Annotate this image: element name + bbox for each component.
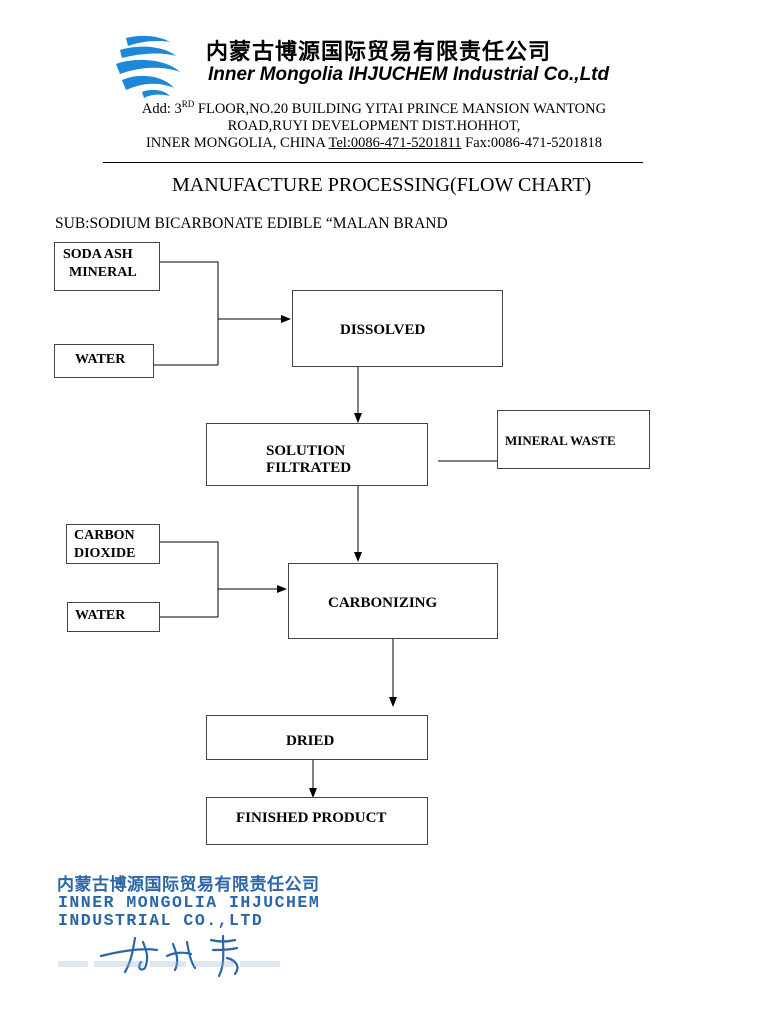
stamp-company-english-line1: INNER MONGOLIA IHJUCHEM — [58, 893, 321, 912]
node-soda-ash-mineral: SODA ASH MINERAL — [54, 242, 160, 291]
address-line-1: Add: 3RD FLOOR,NO.20 BUILDING YITAI PRIN… — [141, 99, 607, 117]
node-mineral-waste: MINERAL WASTE — [497, 410, 650, 469]
stamp-company-english-line2: INDUSTRIAL CO.,LTD — [58, 911, 264, 930]
signature — [99, 934, 239, 978]
node-water-2: WATER — [67, 602, 160, 632]
header-divider — [103, 162, 643, 163]
subject-line: SUB:SODIUM BICARBONATE EDIBLE “MALAN BRA… — [55, 215, 448, 232]
company-name-english: Inner Mongolia IHJUCHEM Industrial Co.,L… — [208, 64, 610, 85]
telephone: Tel:0086-471-5201811 — [328, 135, 462, 151]
node-dissolved: DISSOLVED — [292, 290, 503, 367]
company-logo-icon — [116, 35, 180, 98]
address-line-3: INNER MONGOLIA, CHINA Tel:0086-471-52018… — [145, 135, 603, 151]
faint-stamp-text — [58, 961, 280, 967]
fax: Fax:0086-471-5201818 — [461, 135, 603, 151]
address-line-2: ROAD,RUYI DEVELOPMENT DIST.HOHHOT, — [227, 118, 521, 134]
node-carbon-dioxide: CARBON DIOXIDE — [66, 524, 160, 564]
connector-carbon-dioxide — [160, 541, 219, 617]
node-finished-product: FINISHED PRODUCT — [206, 797, 428, 845]
node-water-1: WATER — [54, 344, 154, 378]
page-title: MANUFACTURE PROCESSING(FLOW CHART) — [172, 174, 592, 196]
node-solution-filtrated: SOLUTION FILTRATED — [206, 423, 428, 486]
company-name-chinese: 内蒙古博源国际贸易有限责任公司 — [206, 40, 552, 65]
node-dried: DRIED — [206, 715, 428, 760]
node-carbonizing: CARBONIZING — [288, 563, 498, 639]
connector-soda-ash — [160, 261, 219, 365]
stamp-company-chinese: 内蒙古博源国际贸易有限责任公司 — [57, 875, 320, 895]
